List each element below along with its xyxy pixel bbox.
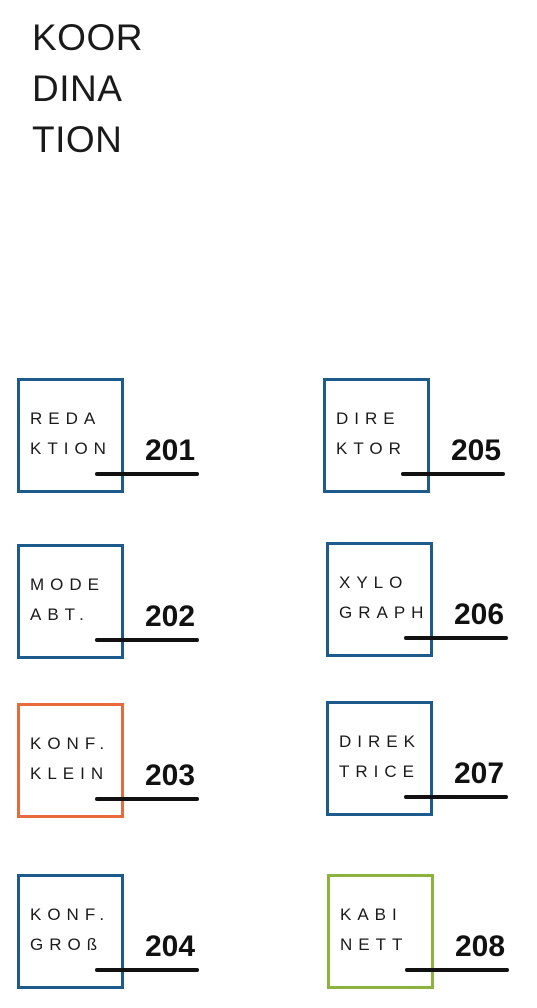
room-label-line-2: GRAPH bbox=[339, 603, 430, 622]
room-number: 208 bbox=[455, 930, 506, 963]
room-label-line-1: DIREK bbox=[339, 732, 421, 751]
room-number-underline bbox=[404, 795, 508, 799]
room-tile-205: DIRE KTOR 205 bbox=[323, 378, 533, 498]
room-label-line-2: KTOR bbox=[336, 439, 407, 458]
room-number-underline bbox=[95, 638, 199, 642]
room-label-line-1: KABI bbox=[340, 905, 403, 924]
room-label: KONF. GROß bbox=[17, 900, 121, 960]
room-tile-204: KONF. GROß 204 bbox=[17, 874, 227, 994]
room-frame bbox=[327, 874, 434, 989]
room-label-line-2: KLEIN bbox=[30, 764, 110, 783]
room-number: 202 bbox=[145, 600, 196, 633]
room-label-line-1: REDA bbox=[30, 409, 102, 428]
room-label-line-2: KTION bbox=[30, 439, 112, 458]
room-number: 207 bbox=[454, 757, 505, 790]
room-label: XYLO GRAPH bbox=[326, 568, 430, 628]
room-number-underline bbox=[404, 636, 508, 640]
room-frame bbox=[17, 874, 124, 989]
room-label: REDA KTION bbox=[17, 404, 121, 464]
room-frame bbox=[17, 378, 124, 493]
room-frame bbox=[326, 542, 433, 657]
room-label-line-2: NETT bbox=[340, 935, 409, 954]
room-label-line-1: XYLO bbox=[339, 573, 409, 592]
room-label: DIREK TRICE bbox=[326, 727, 430, 787]
room-frame bbox=[17, 544, 124, 659]
room-label: KABI NETT bbox=[327, 900, 431, 960]
room-label: MODE ABT. bbox=[17, 570, 121, 630]
room-tile-202: MODE ABT. 202 bbox=[17, 544, 227, 664]
room-label: DIRE KTOR bbox=[323, 404, 427, 464]
room-tile-208: KABI NETT 208 bbox=[327, 874, 537, 994]
room-label-line-1: KONF. bbox=[30, 734, 111, 753]
room-number: 201 bbox=[145, 434, 196, 467]
title-line-3: TION bbox=[32, 119, 123, 160]
room-number-underline bbox=[95, 472, 199, 476]
room-label: KONF. KLEIN bbox=[17, 729, 121, 789]
room-frame bbox=[323, 378, 430, 493]
title-line-2: DINA bbox=[32, 68, 123, 109]
room-label-line-2: TRICE bbox=[339, 762, 420, 781]
room-label-line-1: DIRE bbox=[336, 409, 401, 428]
room-number: 204 bbox=[145, 930, 196, 963]
title-line-1: KOOR bbox=[32, 17, 143, 58]
room-tile-207: DIREK TRICE 207 bbox=[326, 701, 536, 821]
room-label-line-2: ABT. bbox=[30, 605, 90, 624]
room-tile-206: XYLO GRAPH 206 bbox=[326, 542, 536, 662]
room-number-underline bbox=[401, 472, 505, 476]
room-label-line-2: GROß bbox=[30, 935, 104, 954]
room-tile-203: KONF. KLEIN 203 bbox=[17, 703, 227, 823]
page-title: KOOR DINA TION bbox=[32, 12, 143, 165]
room-frame bbox=[326, 701, 433, 816]
room-tile-201: REDA KTION 201 bbox=[17, 378, 227, 498]
room-number: 206 bbox=[454, 598, 505, 631]
room-number: 203 bbox=[145, 759, 196, 792]
room-number-underline bbox=[405, 968, 509, 972]
room-number: 205 bbox=[451, 434, 502, 467]
room-frame bbox=[17, 703, 124, 818]
room-label-line-1: MODE bbox=[30, 575, 105, 594]
room-number-underline bbox=[95, 968, 199, 972]
room-label-line-1: KONF. bbox=[30, 905, 111, 924]
room-number-underline bbox=[95, 797, 199, 801]
